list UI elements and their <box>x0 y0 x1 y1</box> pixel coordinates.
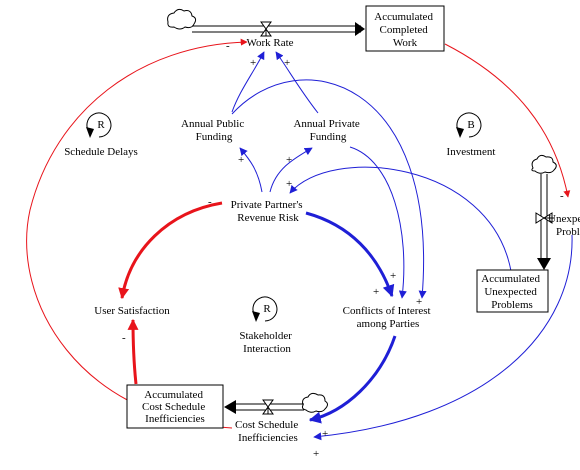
link-revenue-risk-to-conflicts <box>305 211 395 298</box>
svg-text:Stakeholder Interaction: Stakeholder Interaction <box>239 330 294 355</box>
link-unexpected-to-cost-schedule <box>313 234 573 441</box>
polarity-sign: - <box>226 40 230 52</box>
annual-private-funding-label: Annual Private Funding <box>293 118 362 143</box>
loop-stakeholder-interaction: R Stakeholder Interaction <box>239 296 294 355</box>
link-revenue-risk-to-public-funding <box>239 147 263 193</box>
link-revenue-risk-to-user-satisfaction <box>118 201 223 300</box>
loop-arrow-icon <box>86 112 112 138</box>
svg-text:R: R <box>263 303 271 315</box>
svg-text:Investment: Investment <box>447 146 496 158</box>
private-partner-revenue-risk-label: Private Partner's Revenue Risk <box>231 199 306 224</box>
polarity-sign: + <box>313 448 319 460</box>
loop-investment: B Investment <box>447 112 496 158</box>
annual-public-funding-label: Annual Public Funding <box>181 118 247 143</box>
polarity-sign: + <box>322 428 328 440</box>
work-rate-label: Work Rate <box>246 37 293 49</box>
link-cost-schedule-to-work-rate <box>26 38 248 429</box>
polarity-sign: - <box>208 196 212 208</box>
accumulated-cost-schedule-box <box>126 384 224 429</box>
link-completed-work-to-unexpected <box>444 43 571 198</box>
polarity-sign: + <box>286 154 292 166</box>
link-public-funding-to-conflicts <box>231 79 427 299</box>
link-public-funding-to-work-rate <box>231 51 265 113</box>
user-satisfaction-label: User Satisfaction <box>94 305 170 317</box>
accumulated-unexpected-problems-label: Accumulated Unexpected Problems <box>481 273 542 311</box>
polarity-sign: + <box>250 57 256 69</box>
unexpected-problems-label: Unexpe Probl <box>548 213 580 238</box>
polarity-sign: + <box>238 154 244 166</box>
polarity-sign: + <box>373 286 379 298</box>
polarity-sign: + <box>416 296 422 308</box>
svg-text:Schedule Delays: Schedule Delays <box>64 146 138 158</box>
polarity-signs: - + + + + + - + + + - + + - <box>122 40 564 460</box>
accumulated-cost-schedule-label: Accumulated Cost Schedule Inefficiencies <box>142 389 208 425</box>
accumulated-completed-work-box <box>365 5 445 52</box>
link-revenue-risk-to-private-funding <box>269 147 313 193</box>
loop-arrow-icon <box>456 112 482 138</box>
cloud-icon <box>531 154 557 174</box>
link-conflicts-to-cost-schedule <box>308 335 397 424</box>
cost-schedule-inefficiencies-label: Cost Schedule Inefficiencies <box>235 419 301 444</box>
polarity-sign: + <box>284 57 290 69</box>
polarity-sign: - <box>122 332 126 344</box>
link-private-funding-to-conflicts <box>349 146 407 299</box>
cloud-icon <box>301 392 328 413</box>
loop-schedule-delays: R Schedule Delays <box>64 112 138 158</box>
cost-schedule-flow <box>224 392 328 415</box>
polarity-sign: + <box>286 178 292 190</box>
polarity-sign: - <box>560 190 564 202</box>
accumulated-completed-work-label: Accumulated Completed Work <box>374 11 435 49</box>
svg-text:R: R <box>97 119 105 131</box>
cloud-icon <box>167 8 197 30</box>
link-accumulated-cost-to-user-satisfaction <box>127 318 139 385</box>
loop-arrow-icon <box>252 296 278 322</box>
svg-text:B: B <box>467 119 474 131</box>
link-private-funding-to-work-rate <box>275 51 319 114</box>
work-rate-flow <box>167 8 365 37</box>
polarity-sign: + <box>390 270 396 282</box>
unexpected-problems-flow <box>531 154 557 270</box>
conflicts-of-interest-label: Conflicts of Interest among Parties <box>343 305 434 330</box>
accumulated-unexpected-problems-box <box>476 269 549 313</box>
link-unexpected-to-revenue-risk <box>289 166 512 272</box>
